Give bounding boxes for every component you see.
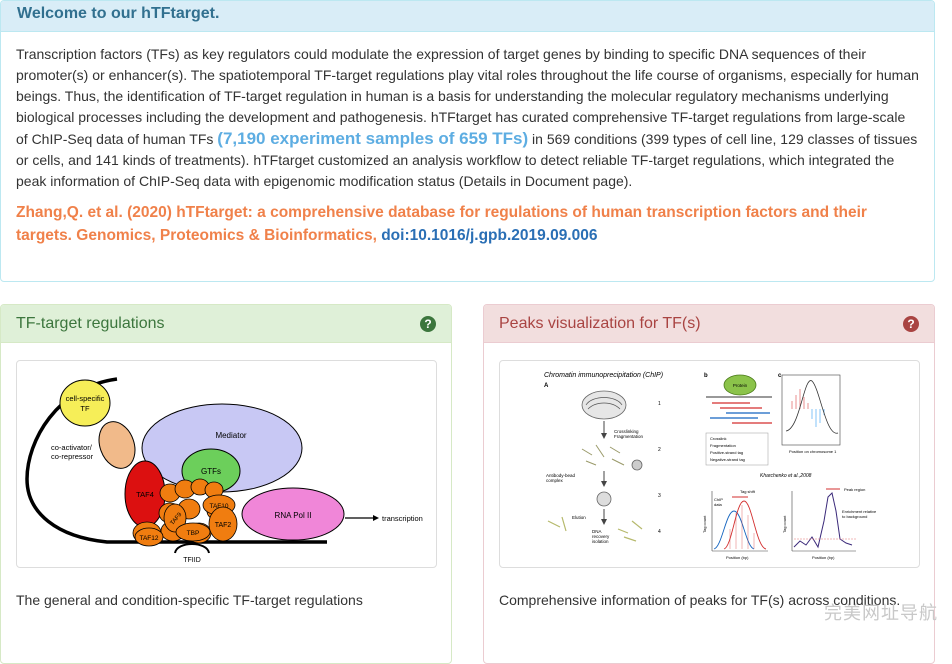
fig-tfiid-label: TFIID xyxy=(183,557,201,564)
fig-antibody-label-2: complex xyxy=(546,478,564,483)
fig-position-label-1: Position (bp) xyxy=(726,555,749,560)
fig-chip-label-2: data xyxy=(714,502,723,507)
chip-seq-diagram: Chromatin immunoprecipitation (ChIP) A b… xyxy=(500,361,919,567)
fig-rnapol-label: RNA Pol II xyxy=(275,511,312,520)
tf-complex-diagram: cell-specific TF co-activator/ co-repres… xyxy=(17,361,436,567)
fig-transcription-label: transcription xyxy=(382,514,423,523)
fig-step-2: 2 xyxy=(658,447,661,453)
fig-step-4: 4 xyxy=(658,529,661,535)
fig-tf-label: TF xyxy=(80,404,90,413)
tf-target-figure[interactable]: cell-specific TF co-activator/ co-repres… xyxy=(16,360,437,568)
fig-tag-count-label-2: Tag count xyxy=(782,515,787,533)
fig-legend-1: Crosslink xyxy=(710,436,726,441)
peaks-panel-header[interactable]: Peaks visualization for TF(s) ? xyxy=(484,305,934,343)
fig-elution-label: Elution xyxy=(572,515,586,520)
sample-count-highlight: (7,190 experiment samples of 659 TFs) xyxy=(217,129,528,148)
fig-panel-c-label: c xyxy=(778,373,782,379)
fig-position-label-2: Position (bp) xyxy=(812,555,835,560)
fig-tag-count-label: Tag count xyxy=(702,515,707,533)
help-icon[interactable]: ? xyxy=(903,316,919,332)
fig-peak-region-label: Peak region xyxy=(844,487,865,492)
fig-position-chr-label: Position on chromosome 1 xyxy=(789,449,837,454)
fig-chip-title: Chromatin immunoprecipitation (ChIP) xyxy=(544,372,663,379)
citation: Zhang,Q. et al. (2020) hTFtarget: a comp… xyxy=(16,201,919,247)
fig-legend-3: Positive-strand tag xyxy=(710,450,743,455)
help-icon[interactable]: ? xyxy=(420,316,436,332)
fig-tbp-label: TBP xyxy=(187,530,200,537)
fig-taf4-label: TAF4 xyxy=(136,490,154,499)
fig-gtfs-label: GTFs xyxy=(201,467,221,476)
fig-step-3: 3 xyxy=(658,493,661,499)
tf-target-panel-title: TF-target regulations xyxy=(16,315,165,332)
fig-taf12-label: TAF12 xyxy=(139,535,158,542)
fig-tag-shift-label: Tag shift xyxy=(740,489,756,494)
fig-mediator-label: Mediator xyxy=(215,431,246,440)
peaks-figure[interactable]: Chromatin immunoprecipitation (ChIP) A b… xyxy=(499,360,920,568)
fig-kharchenko-label: Kharchenko et al.,2008 xyxy=(760,473,812,479)
fig-cell-specific-label: cell-specific xyxy=(66,394,105,403)
peaks-panel-title: Peaks visualization for TF(s) xyxy=(499,315,701,332)
fig-dna-label-3: isolation xyxy=(592,539,609,544)
fig-panel-a-label: A xyxy=(544,383,549,389)
fig-coactivator-label: co-activator/ xyxy=(51,443,93,452)
fig-enrichment-label-2: to background xyxy=(842,514,867,519)
fig-legend-4: Negative-strand tag xyxy=(710,457,745,462)
welcome-body: Transcription factors (TFs) as key regul… xyxy=(1,32,934,247)
welcome-panel: Welcome to our hTFtarget. Transcription … xyxy=(0,0,935,282)
doi-link[interactable]: doi:10.1016/j.gpb.2019.09.006 xyxy=(381,227,597,244)
tf-target-caption: The general and condition-specific TF-ta… xyxy=(16,592,363,608)
watermark-text: 完美网址导航 xyxy=(824,599,938,625)
tf-target-panel-header[interactable]: TF-target regulations ? xyxy=(1,305,451,343)
welcome-title: Welcome to our hTFtarget. xyxy=(1,1,934,32)
fig-panel-b-label: b xyxy=(704,373,708,379)
fig-corepressor-label: co-repressor xyxy=(51,452,94,461)
fig-protein-label: Protein xyxy=(733,383,748,388)
fig-fragment-label: Fragmentation xyxy=(614,434,644,439)
fig-step-1: 1 xyxy=(658,401,661,407)
fig-taf2-label: TAF2 xyxy=(215,522,232,529)
tf-target-panel: TF-target regulations ? cell-specific TF… xyxy=(0,304,452,664)
fig-legend-2: Fragmentation xyxy=(710,443,736,448)
